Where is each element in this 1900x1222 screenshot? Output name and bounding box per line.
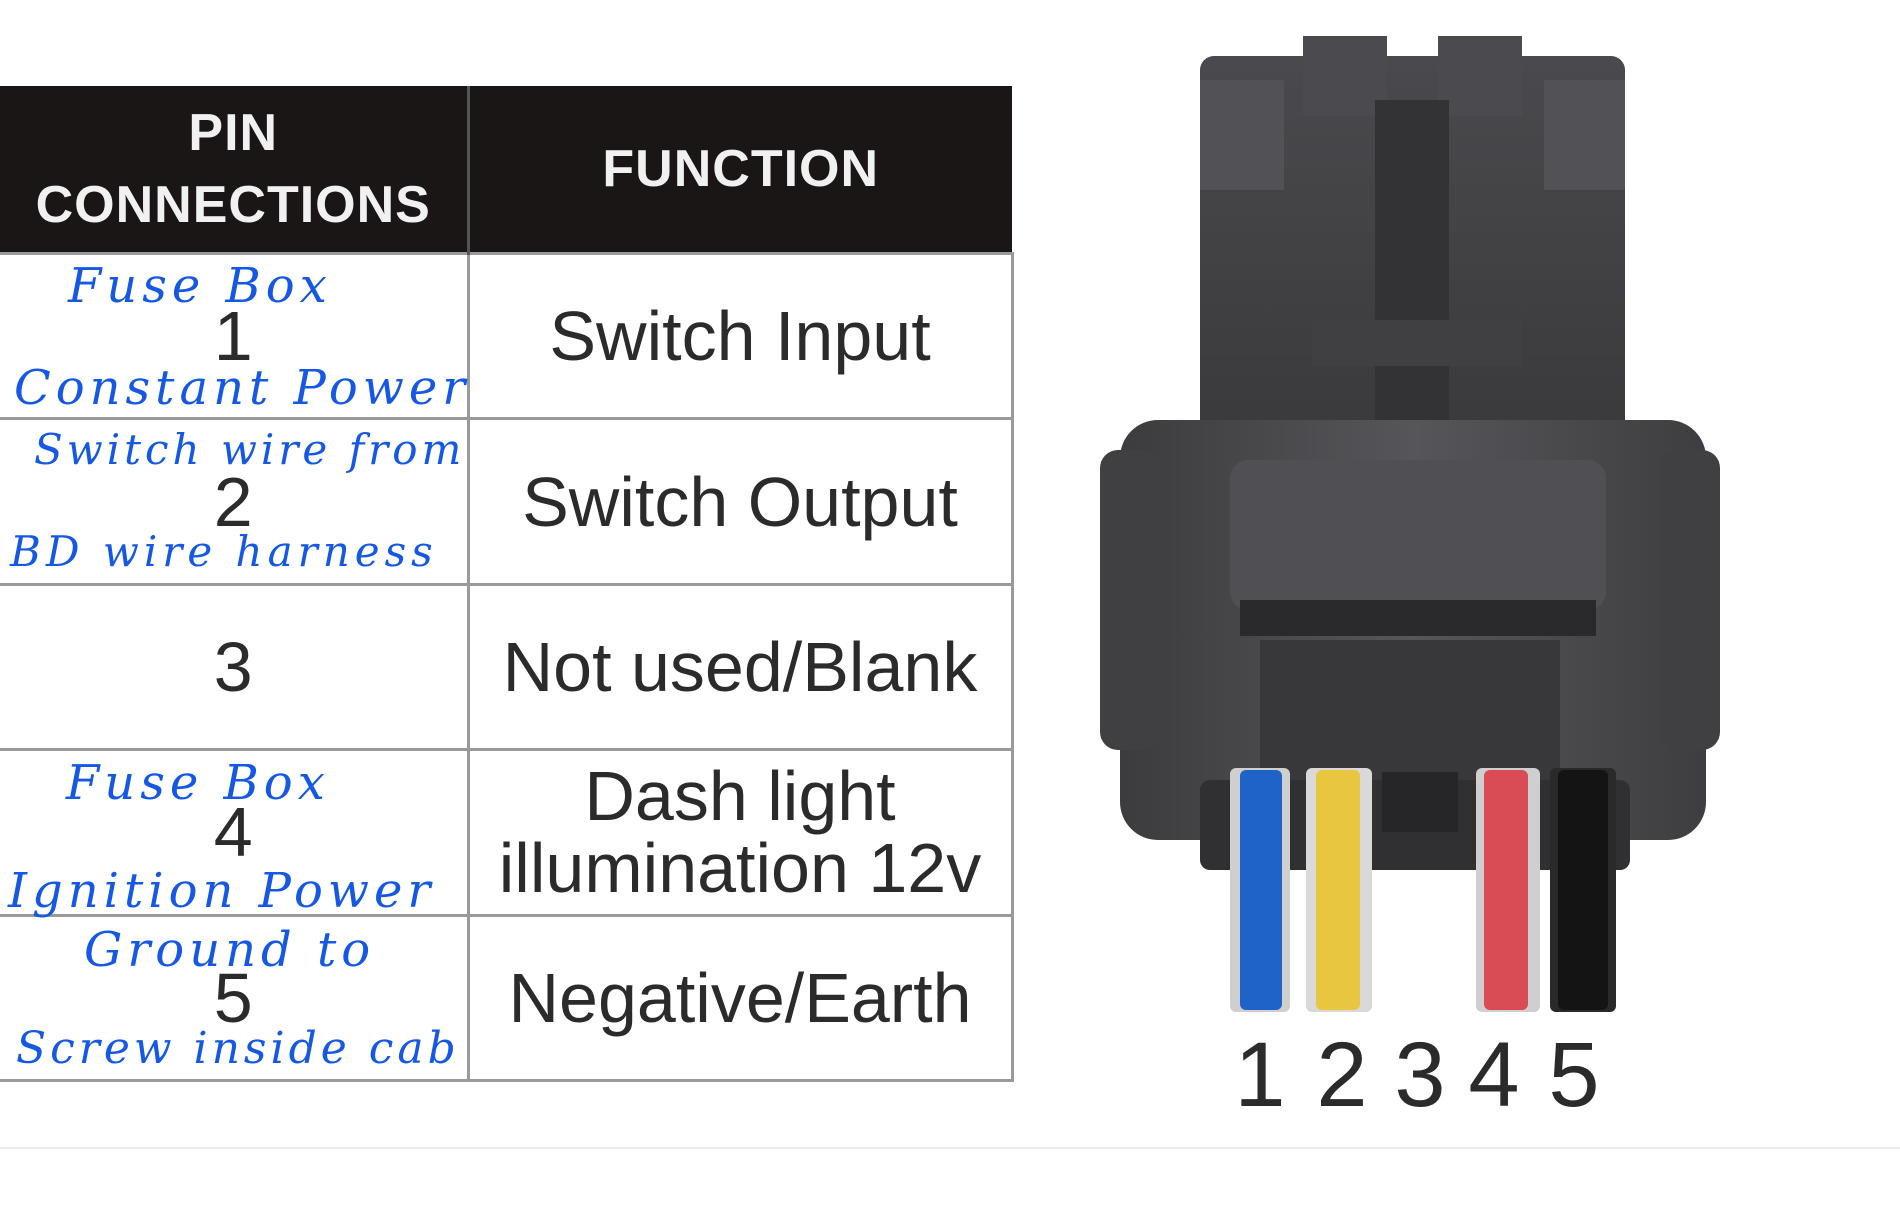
pin-number-cell: 1 <box>0 251 470 421</box>
connector-image: 1 2 3 4 5 <box>1100 36 1720 1120</box>
connector-housing <box>1100 420 1720 870</box>
function-cell: Switch Input <box>468 251 1014 421</box>
table-row: 4 Dash light illumination 12v <box>0 748 1014 917</box>
header-pin-connections: PIN CONNECTIONS <box>0 86 468 254</box>
handwritten-note: Ignition Power <box>8 863 436 919</box>
table-row: 5 Negative/Earth <box>0 913 1014 1083</box>
table-row: 2 Switch Output <box>0 417 1014 586</box>
pin-label: 1 <box>1234 1024 1285 1120</box>
pin-function-table: PIN CONNECTIONS FUNCTION 1 Switch Input … <box>0 86 1014 1083</box>
handwritten-note: BD wire harness <box>10 527 438 576</box>
handwritten-note: Screw inside cab <box>16 1023 460 1074</box>
function-cell: Not used/Blank <box>468 582 1014 752</box>
handwritten-note: Fuse Box <box>66 755 330 811</box>
pin-label: 2 <box>1316 1024 1367 1120</box>
table-row: 1 Switch Input <box>0 251 1014 421</box>
bottom-divider <box>0 1147 1900 1149</box>
function-line: illumination 12v <box>498 829 982 908</box>
handwritten-note: Ground to <box>84 922 376 978</box>
connector-upper-tower <box>1200 36 1625 436</box>
header-function: FUNCTION <box>466 86 1012 254</box>
pin-label: 3 <box>1394 1024 1445 1120</box>
handwritten-note: Fuse Box <box>68 258 332 314</box>
pin-number-cell: 2 <box>0 417 470 586</box>
pin-label: 4 <box>1468 1024 1519 1120</box>
table-header-row: PIN CONNECTIONS FUNCTION <box>0 86 1012 254</box>
function-cell: Negative/Earth <box>468 913 1014 1083</box>
pin-label: 5 <box>1548 1024 1599 1120</box>
pin-number-cell: 5 <box>0 913 470 1083</box>
handwritten-note: Constant Power <box>14 360 471 416</box>
connector-wires <box>1230 768 1616 1012</box>
pin-number-cell: 4 <box>0 748 470 917</box>
pin-number-cell: 3 <box>0 582 470 752</box>
handwritten-note: Switch wire from <box>34 425 466 474</box>
table-row: 3 Not used/Blank <box>0 582 1014 752</box>
function-line: Dash light <box>584 757 896 836</box>
function-cell: Switch Output <box>468 417 1014 586</box>
function-cell: Dash light illumination 12v <box>468 748 1014 917</box>
